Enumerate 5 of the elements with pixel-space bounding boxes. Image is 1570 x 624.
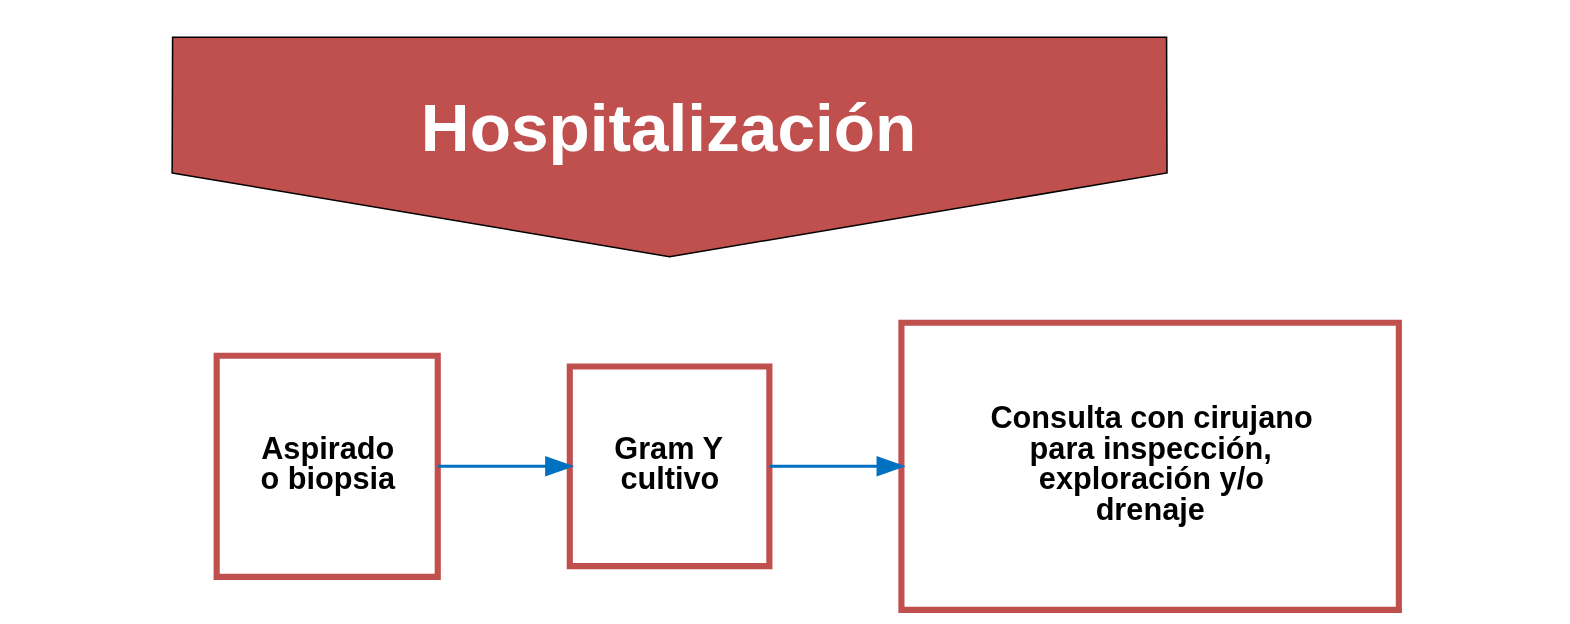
arrow (769, 456, 906, 477)
arrow (437, 456, 574, 477)
node-box: Consulta con cirujano para inspección, exploración y/o drenaje (897, 319, 1402, 613)
node-box: Gram Y cultivo (566, 363, 772, 570)
node-box: Aspirado o biopsia (213, 352, 441, 580)
